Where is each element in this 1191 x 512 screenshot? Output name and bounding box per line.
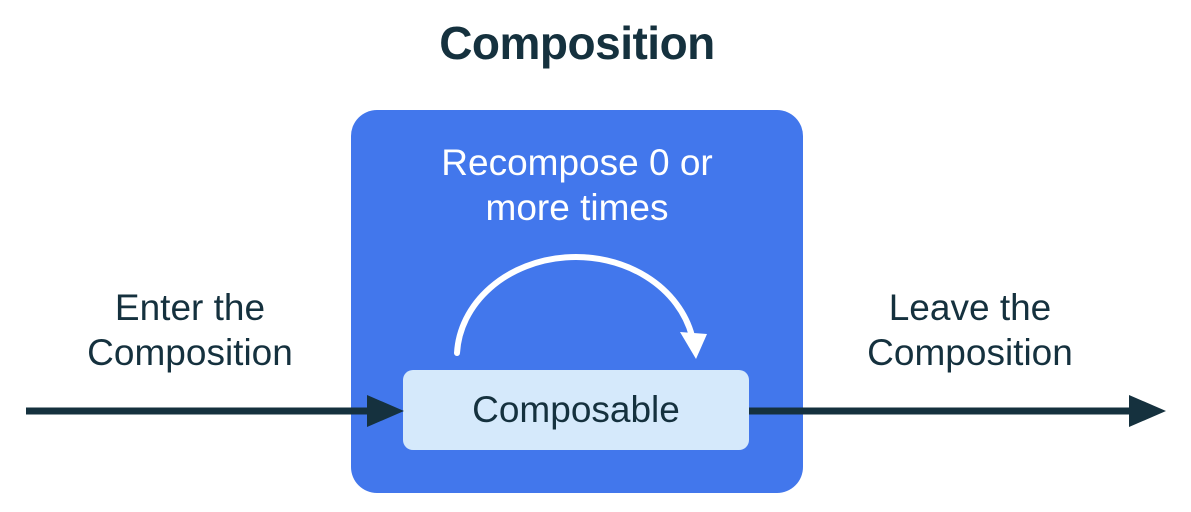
leave-arrow-head-icon: [1129, 395, 1166, 427]
composable-label: Composable: [472, 389, 680, 430]
recompose-label: Recompose 0 or more times: [441, 142, 713, 228]
diagram-title: Composition: [439, 17, 715, 69]
enter-arrow: [26, 395, 404, 427]
composable-box: Composable: [403, 370, 749, 450]
leave-composition-label: Leave the Composition: [867, 287, 1073, 373]
enter-composition-label: Enter the Composition: [87, 287, 293, 373]
leave-arrow: [749, 395, 1166, 427]
